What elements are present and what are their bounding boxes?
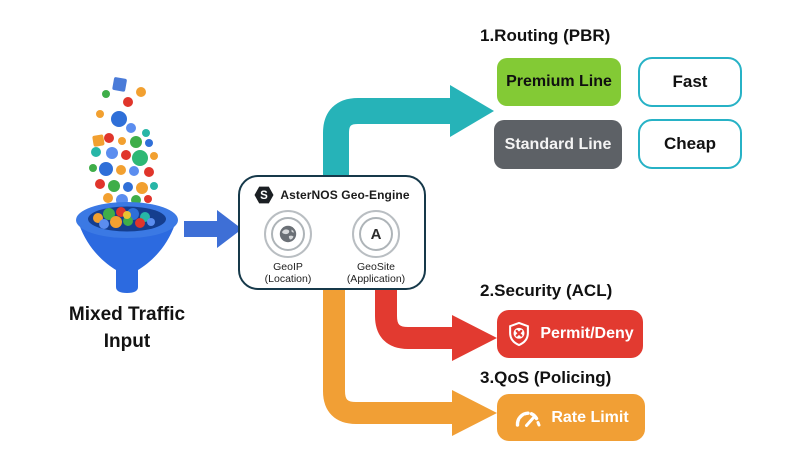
routing-arrow xyxy=(323,85,494,184)
geosite-sublabel: (Application) xyxy=(346,273,406,285)
geoip-sublabel: (Location) xyxy=(264,273,312,285)
engine-header: S AsterNOS Geo-Engine xyxy=(240,185,424,205)
qos-arrow xyxy=(323,280,497,436)
rate-limit-box: Rate Limit xyxy=(497,394,645,441)
engine-modules: GeoIP (Location) A GeoSite (Application) xyxy=(240,210,424,285)
permit-deny-box: Permit/Deny xyxy=(497,310,643,358)
geoip-module: GeoIP (Location) xyxy=(250,210,326,285)
engine-title: AsterNOS Geo-Engine xyxy=(280,188,410,202)
security-arrow xyxy=(375,280,497,361)
geo-engine-card: S AsterNOS Geo-Engine GeoIP (Location) xyxy=(238,175,426,290)
traffic-balls xyxy=(89,77,158,206)
cheap-tag-box: Cheap xyxy=(638,119,742,169)
geosite-module: A GeoSite (Application) xyxy=(338,210,414,285)
shield-x-icon xyxy=(509,321,530,347)
globe-icon xyxy=(279,225,297,243)
letter-a-icon: A xyxy=(370,225,382,243)
geosite-label: GeoSite xyxy=(357,261,395,273)
geoip-label: GeoIP xyxy=(273,261,303,273)
standard-line-box: Standard Line xyxy=(494,120,622,169)
permit-deny-label: Permit/Deny xyxy=(540,325,634,342)
input-label-line1: Mixed Traffic xyxy=(68,304,186,325)
routing-heading: 1.Routing (PBR) xyxy=(480,26,611,45)
rate-limit-label: Rate Limit xyxy=(551,408,629,426)
speedometer-icon xyxy=(516,411,541,427)
input-arrow xyxy=(184,210,242,248)
qos-heading: 3.QoS (Policing) xyxy=(480,368,612,387)
premium-line-box: Premium Line xyxy=(497,58,621,106)
security-heading: 2.Security (ACL) xyxy=(480,281,613,300)
fast-tag-box: Fast xyxy=(638,57,742,107)
asternos-logo-icon: S xyxy=(254,186,274,204)
input-label-line2: Input xyxy=(103,331,151,352)
input-label: Mixed Traffic Input xyxy=(38,301,216,355)
funnel-icon xyxy=(76,202,178,293)
svg-text:S: S xyxy=(261,190,269,202)
